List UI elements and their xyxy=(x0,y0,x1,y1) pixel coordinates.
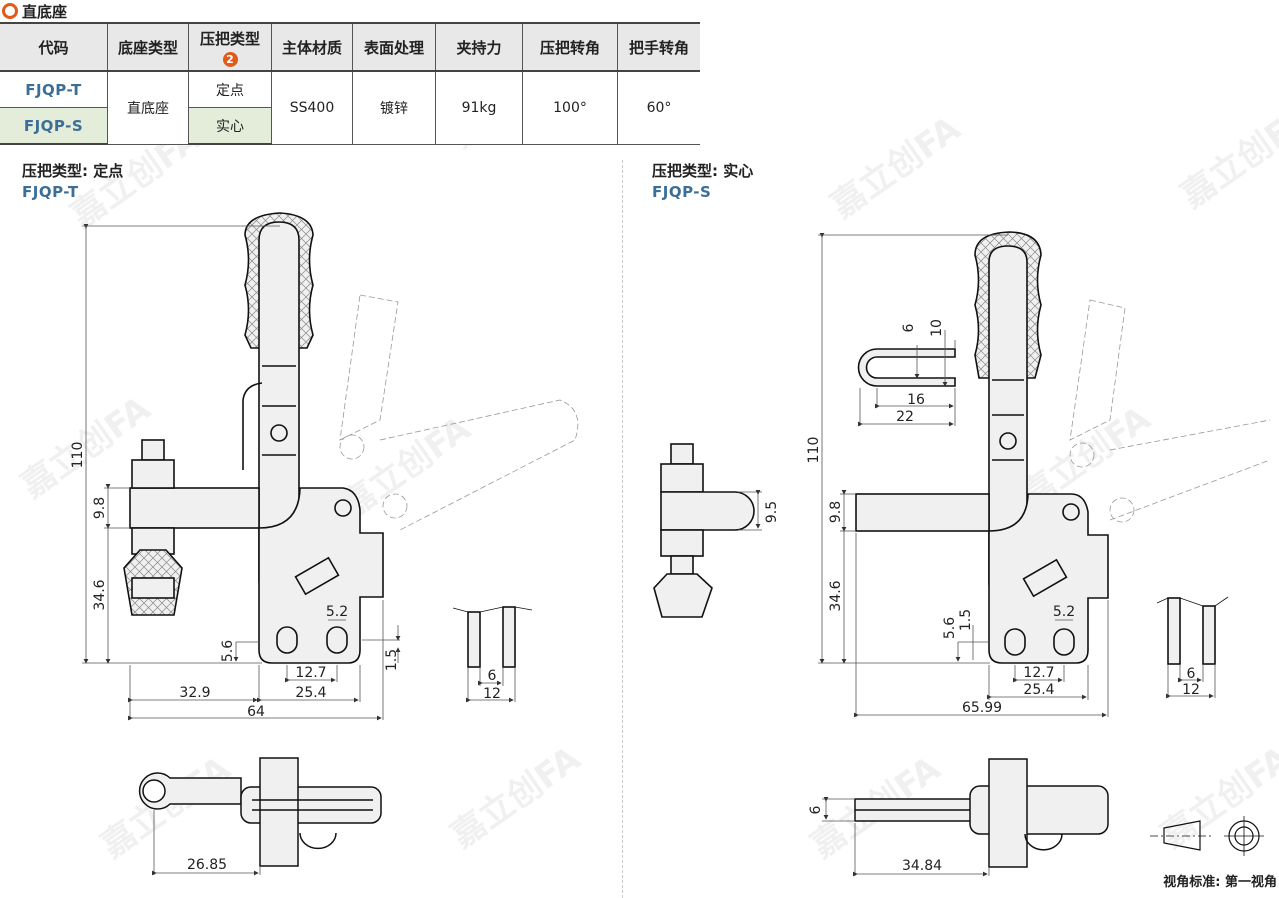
right-caption: 压把类型: 实心 FJQP-S xyxy=(652,160,753,201)
dim-label: 5.2 xyxy=(326,604,348,620)
right-front-view xyxy=(653,231,1109,664)
nut xyxy=(131,459,175,489)
table-row: FJQP-S 实心 xyxy=(0,107,700,145)
left-dim-labels: 110 9.8 34.6 5.2 5.6 1.5 12.7 25.4 32.9 … xyxy=(70,442,400,720)
left-model: FJQP-T xyxy=(22,183,79,201)
header-material: 主体材质 xyxy=(271,22,353,72)
header-handle-type: 压把类型 2 xyxy=(188,22,272,72)
section-title: 直底座 xyxy=(2,1,67,21)
dim-label: 34.6 xyxy=(92,579,108,610)
phantom-outline xyxy=(339,294,579,531)
dim-label: 34.6 xyxy=(828,580,844,611)
header-handle-angle: 把手转角 xyxy=(617,22,700,72)
right-side-view xyxy=(1156,596,1229,665)
right-dimensions xyxy=(738,233,1109,718)
dim-label: 12 xyxy=(1182,682,1200,698)
clamp-arm xyxy=(855,493,990,532)
cell-handle-type: 定点 xyxy=(188,70,272,108)
dim-label: 9.8 xyxy=(828,501,844,523)
view-divider xyxy=(622,160,623,898)
mount-slot xyxy=(1004,628,1026,656)
dim-label: 25.4 xyxy=(1023,682,1054,698)
right-top-dims xyxy=(822,797,990,877)
pivot-hole xyxy=(270,424,288,442)
header-base-type: 底座类型 xyxy=(107,22,189,72)
dim-label: 12 xyxy=(483,686,501,702)
cell-clamp-force: 91kg xyxy=(435,70,523,145)
header-code: 代码 xyxy=(0,22,108,72)
cell-surface: 镀锌 xyxy=(352,70,436,145)
projection-label: 视角标准: 第一视角 xyxy=(1163,875,1277,890)
left-front-view xyxy=(123,212,384,664)
dim-label: 5.6 xyxy=(942,617,958,639)
dim-label: 1.5 xyxy=(958,609,974,631)
ring-icon xyxy=(2,3,18,19)
dim-label: 65.99 xyxy=(962,700,1002,716)
header-surface: 表面处理 xyxy=(352,22,436,72)
left-top-view xyxy=(138,757,382,867)
table-row: FJQP-T 直底座 定点 SS400 镀锌 91kg 100° 60° xyxy=(0,70,700,145)
spec-table: 代码 底座类型 压把类型 2 主体材质 表面处理 夹持力 压把转角 把手转角 F… xyxy=(0,22,700,145)
table-header-row: 代码 底座类型 压把类型 2 主体材质 表面处理 夹持力 压把转角 把手转角 xyxy=(0,22,700,72)
row-code[interactable]: FJQP-S xyxy=(0,107,108,145)
dim-label: 6 xyxy=(901,323,917,332)
right-caption-text: 压把类型: 实心 xyxy=(652,162,754,180)
header-handle-type-label: 压把类型 xyxy=(199,29,260,48)
yoke-detail xyxy=(857,348,956,387)
section-title-text: 直底座 xyxy=(22,2,68,21)
nut xyxy=(660,463,704,493)
left-caption-text: 压把类型: 定点 xyxy=(22,162,124,180)
spindle-pad xyxy=(653,573,713,618)
first-angle-projection-icon xyxy=(1150,816,1264,856)
dim-label: 9.8 xyxy=(92,497,108,519)
clamp-arm xyxy=(129,487,260,529)
dim-label: 110 xyxy=(806,437,822,464)
header-clamp-force: 夹持力 xyxy=(435,22,523,72)
cell-handle-angle: 60° xyxy=(617,70,700,145)
left-top-dims xyxy=(152,810,261,876)
right-dim-labels: 110 9.8 34.6 5.2 5.6 1.5 12.7 25.4 65.99… xyxy=(764,319,1075,716)
cell-lever-angle: 100° xyxy=(522,70,618,145)
dim-label: 25.4 xyxy=(295,685,326,701)
cell-material: SS400 xyxy=(271,70,353,145)
mount-slot xyxy=(326,626,348,654)
nut xyxy=(660,529,704,557)
dim-label: 9.5 xyxy=(764,501,780,523)
dim-label: 6 xyxy=(808,805,824,814)
dim-label: 6 xyxy=(488,668,497,684)
left-dimensions xyxy=(82,224,401,721)
header-lever-angle: 压把转角 xyxy=(522,22,618,72)
mount-slot xyxy=(1053,628,1075,656)
dim-label: 22 xyxy=(896,409,914,425)
right-side-dims xyxy=(1166,665,1216,699)
left-caption: 压把类型: 定点 FJQP-T xyxy=(22,160,123,201)
dim-label: 26.85 xyxy=(187,857,227,873)
phantom-outline xyxy=(1069,299,1271,523)
mount-slot xyxy=(276,626,298,654)
dim-label: 110 xyxy=(70,442,86,469)
dim-label: 6 xyxy=(1187,666,1196,682)
dim-label: 16 xyxy=(907,392,925,408)
dim-label: 12.7 xyxy=(295,665,326,681)
dim-label: 5.2 xyxy=(1053,604,1075,620)
cell-base-type: 直底座 xyxy=(107,70,189,145)
right-top-view xyxy=(854,758,1109,868)
dim-label: 10 xyxy=(929,319,945,337)
right-model: FJQP-S xyxy=(652,183,712,201)
left-side-dims xyxy=(466,668,516,703)
dim-label: 12.7 xyxy=(1023,665,1054,681)
dim-label: 32.9 xyxy=(179,685,210,701)
left-side-view xyxy=(452,606,533,668)
note-badge[interactable]: 2 xyxy=(222,51,238,67)
dim-label: 64 xyxy=(247,704,265,720)
nut xyxy=(131,577,175,599)
row-code[interactable]: FJQP-T xyxy=(0,70,108,108)
dim-label: 34.84 xyxy=(902,858,942,874)
dim-label: 5.6 xyxy=(220,640,236,662)
dim-label: 1.5 xyxy=(384,649,400,671)
cell-handle-type: 实心 xyxy=(188,107,272,145)
